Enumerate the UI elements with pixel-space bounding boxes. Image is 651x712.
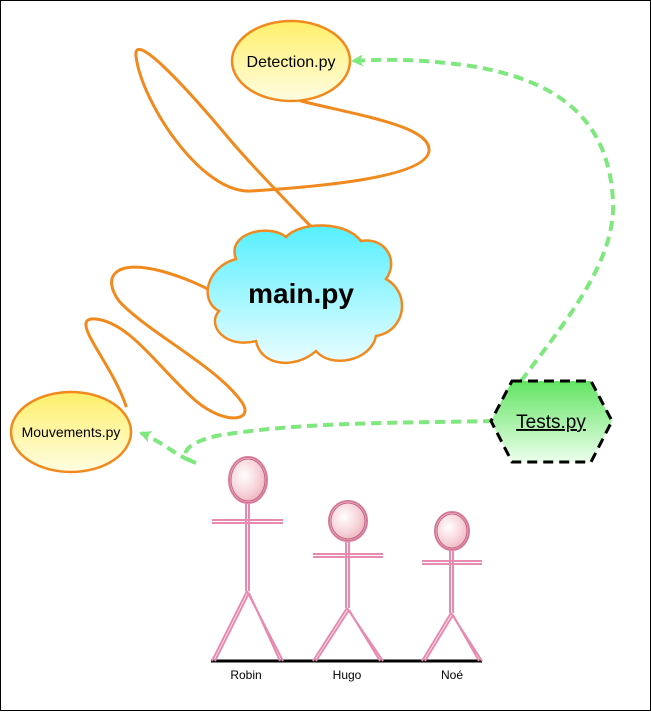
tests-node[interactable]: Tests.py [489,379,614,464]
mouvements-label: Mouvements.py [22,424,121,440]
mouvements-node[interactable]: Mouvements.py [9,390,133,474]
detection-label: Detection.py [247,54,336,71]
stick-figure-robin [211,456,284,662]
detection-node[interactable]: Detection.py [230,19,352,103]
green-dashed-tests-mouvements [139,419,494,465]
main-label: main.py [248,278,354,309]
tests-label: Tests.py [516,412,586,433]
main-node[interactable]: main.py [206,224,404,364]
person-name-hugo: Hugo [333,668,362,682]
stick-figure-noe [421,511,483,662]
stick-figure-hugo [312,500,384,662]
tests-hexagon-shape [489,379,614,464]
green-dashed-tests-detection [351,54,616,383]
orange-connector-detection-main [134,48,431,241]
orange-connector-mouvements-main [84,265,247,420]
main-cloud-shape [206,224,404,364]
person-name-robin: Robin [230,668,261,682]
person-name-noe: Noé [441,668,463,682]
